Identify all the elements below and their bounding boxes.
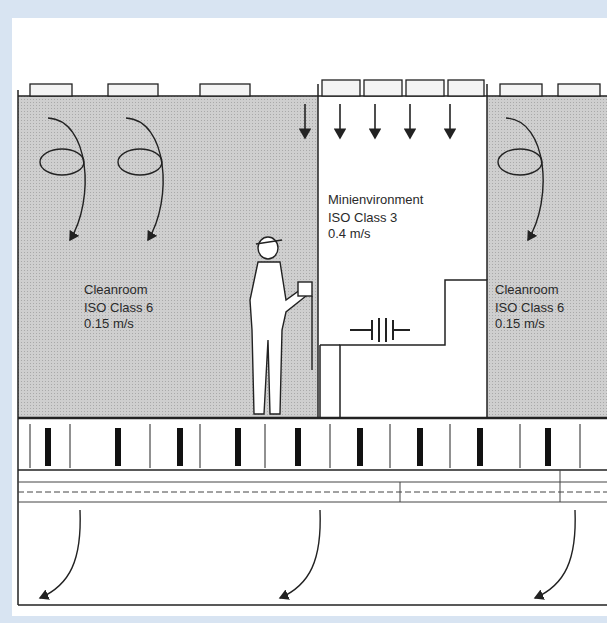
process-tool bbox=[320, 280, 487, 418]
tool-filter-symbol bbox=[350, 318, 410, 342]
room-outline bbox=[18, 84, 607, 605]
cleanroom-region: CleanroomISO Class 6 0.15 m/s bbox=[18, 96, 318, 418]
room-name: Cleanroom bbox=[84, 282, 148, 298]
return-air-arrow bbox=[40, 510, 575, 598]
minienvironment-region: MinienvironmentISO Class 3 0.4 m/s bbox=[318, 96, 487, 418]
cleanroom-region: CleanroomISO Class 6 0.15 m/s bbox=[487, 96, 607, 418]
cleanroom-fill bbox=[18, 96, 318, 418]
room-spec: ISO Class 3 0.4 m/s bbox=[328, 210, 412, 242]
room-name: Cleanroom bbox=[495, 282, 559, 298]
room-name: Minienvironment bbox=[328, 192, 423, 208]
cleanroom-fill bbox=[487, 96, 607, 418]
operator-figure bbox=[250, 237, 312, 414]
turbulent-flow-eddy bbox=[40, 118, 543, 240]
room-spec: ISO Class 6 0.15 m/s bbox=[84, 300, 168, 332]
raised-floor bbox=[18, 418, 607, 502]
room-spec: ISO Class 6 0.15 m/s bbox=[495, 300, 579, 332]
paper-ground bbox=[12, 18, 607, 616]
ceiling-filter bbox=[30, 80, 600, 96]
laminar-flow-arrow bbox=[305, 104, 450, 138]
